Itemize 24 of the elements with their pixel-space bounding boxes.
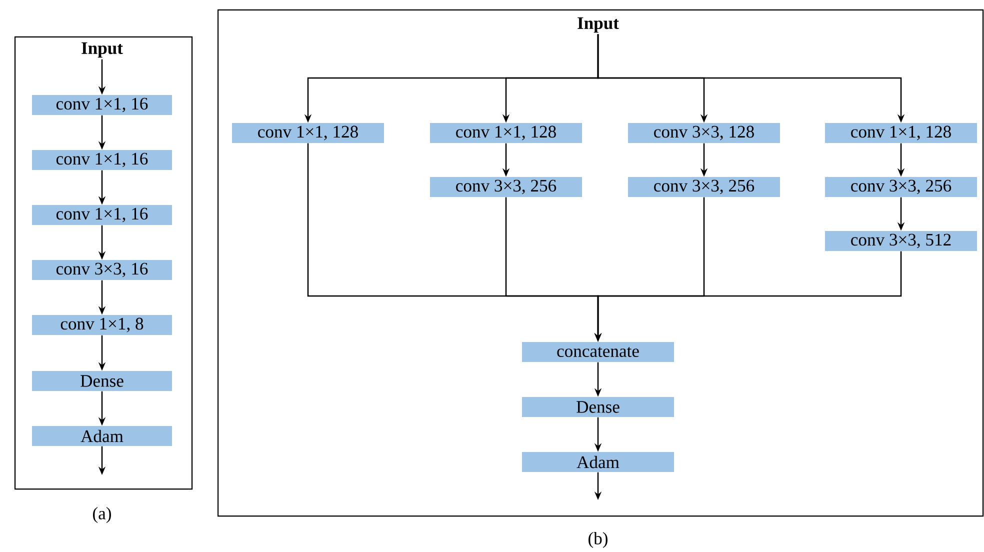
layer-box: conv 3×3, 256 xyxy=(430,177,582,197)
layer-box: Dense xyxy=(32,371,172,391)
layer-box: conv 1×1, 16 xyxy=(32,205,172,225)
layer-box: conv 3×3, 256 xyxy=(825,177,978,197)
layer-box: conv 1×1, 16 xyxy=(32,95,172,115)
layer-box: conv 3×3, 128 xyxy=(628,123,780,143)
layer-box: conv 3×3, 512 xyxy=(825,231,978,251)
layer-box: conv 1×1, 128 xyxy=(825,123,978,143)
panel-frame xyxy=(217,9,984,517)
panel-caption: (b) xyxy=(588,532,608,548)
layer-box: conv 1×1, 128 xyxy=(430,123,582,143)
layer-box: Adam xyxy=(32,426,172,446)
layer-box: Dense xyxy=(522,397,674,417)
input-label: Input xyxy=(578,17,619,33)
input-label: Input xyxy=(82,42,123,58)
layer-box: conv 3×3, 256 xyxy=(628,177,780,197)
layer-box: conv 1×1, 8 xyxy=(32,315,172,335)
layer-box: concatenate xyxy=(522,342,674,362)
layer-box: Adam xyxy=(522,452,674,472)
layer-box: conv 1×1, 128 xyxy=(232,123,384,143)
layer-box: conv 3×3, 16 xyxy=(32,260,172,280)
layer-box: conv 1×1, 16 xyxy=(32,150,172,170)
panel-caption: (a) xyxy=(93,507,111,523)
panel-frame xyxy=(14,36,193,490)
